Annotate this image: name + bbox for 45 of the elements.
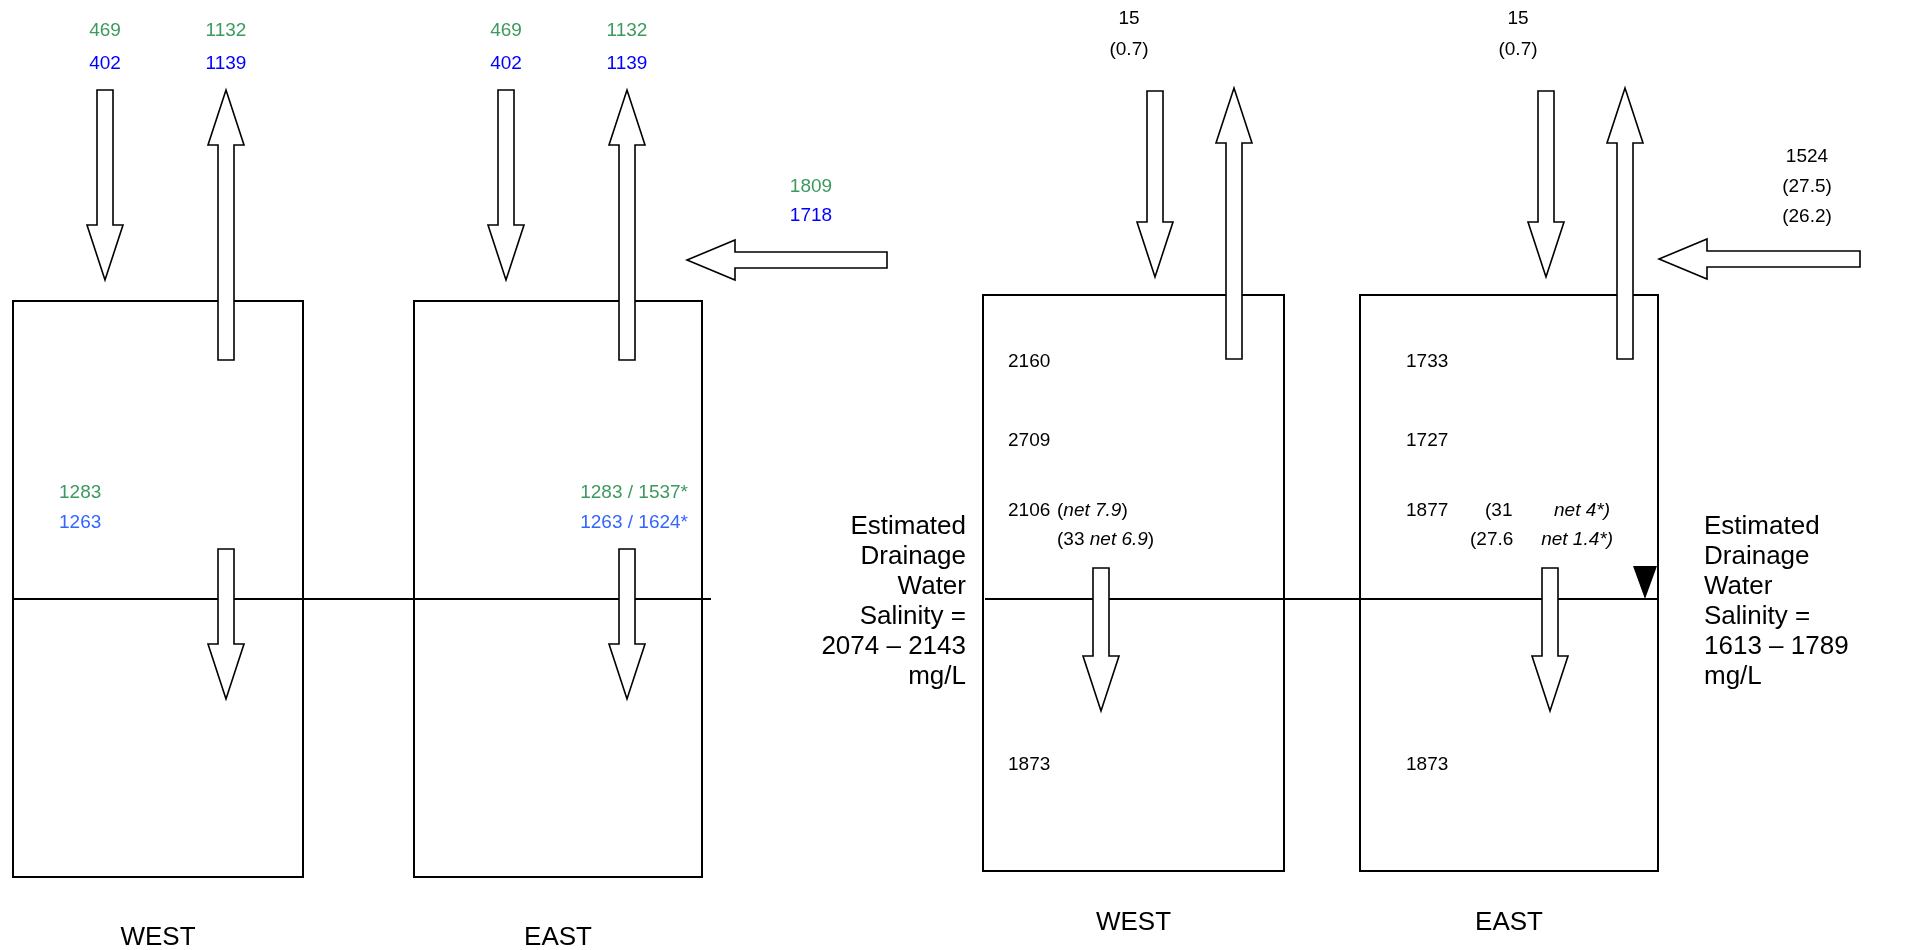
flux-value: (26.2) [1782,205,1832,227]
soil-column-box [982,294,1285,872]
value-label: 2106 [1008,499,1051,521]
value-label: 2160 [1008,350,1051,372]
soil-column-box [413,300,703,878]
flux-value: (27.5) [1782,175,1832,197]
value-label: net 1.4*) [1541,528,1613,550]
soil-column-box [12,300,304,878]
flux-value: 1809 [789,175,833,197]
salinity-note: Estimated Drainage Water Salinity = 2074 – 2143 mg/L [820,510,966,690]
column-caption: WEST [1095,906,1172,936]
value-label: 1873 [1406,753,1449,775]
value-label: 1263 [59,511,102,533]
value-label: (net 7.9) [1057,499,1128,521]
soil-column-box [1359,294,1659,872]
flux-value: (0.7) [1498,38,1538,60]
flux-value: 1139 [606,52,648,74]
flux-value: 1132 [606,19,648,41]
flux-value: 469 [89,19,121,41]
value-label: 1727 [1406,429,1449,451]
column-caption: EAST [1475,906,1543,936]
flux-value: 1139 [205,52,247,74]
flux-value: 15 [1118,7,1140,29]
value-label: (33 net 6.9) [1057,528,1155,550]
value-label: 1877 [1406,499,1449,521]
column-caption: EAST [524,921,592,950]
salinity-note: Estimated Drainage Water Salinity = 1613 – 1789 mg/L [1704,510,1850,690]
value-label: net 4*) [1554,499,1610,521]
value-label: 1283 / 1537* [580,481,688,503]
flux-value: 402 [89,52,121,74]
flux-value: (0.7) [1109,38,1149,60]
value-label: 1283 [59,481,102,503]
value-label: (27.6 [1470,528,1514,550]
value-label: 1263 / 1624* [580,511,688,533]
flux-value: 1718 [789,204,833,226]
column-caption: WEST [120,921,196,950]
value-label: 2709 [1008,429,1051,451]
flux-value: 1132 [205,19,247,41]
flux-value: 15 [1507,7,1529,29]
flux-value: 1524 [1785,145,1829,167]
value-label: (31 [1485,499,1513,521]
value-label: 1873 [1008,753,1051,775]
flux-value: 402 [490,52,522,74]
value-label: 1733 [1406,350,1449,372]
flux-value: 469 [490,19,522,41]
